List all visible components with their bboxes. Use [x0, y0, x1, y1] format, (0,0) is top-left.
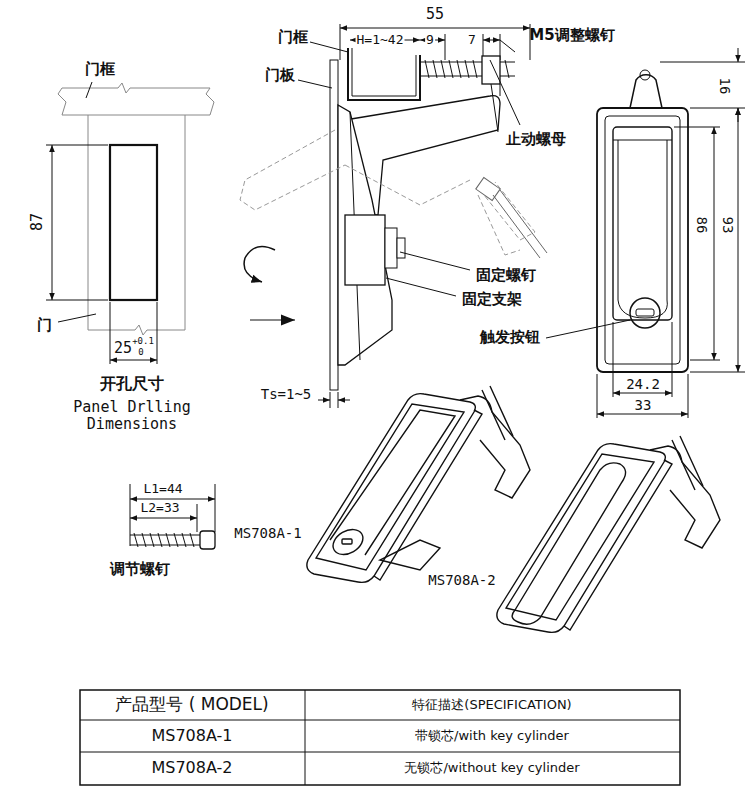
dimension: L2=33 — [139, 501, 180, 516]
part-name: M5调整螺钉 — [528, 27, 615, 44]
dimension: 9 — [425, 33, 435, 48]
dimension: 16 — [717, 77, 733, 96]
dimension: 87 — [29, 212, 46, 232]
heading: Panel Drlling Dimensions — [61, 399, 203, 434]
table-header: 产品型号 ( MODEL) — [114, 695, 269, 715]
tolerance: +0.1 — [131, 336, 155, 346]
table-header: 特征描述(SPECIFICATION) — [411, 698, 572, 713]
part-name: 门 — [36, 317, 53, 334]
dimension: Ts=1~5 — [260, 386, 313, 402]
dimension: 25 — [113, 340, 133, 357]
part-name: 门板 — [264, 67, 296, 84]
dimension: 93 — [720, 216, 736, 235]
model-name: MS708A-1 — [233, 525, 302, 541]
dimension: 33 — [634, 397, 653, 413]
table-cell: 无锁芯/without key cylinder — [403, 761, 580, 776]
heading: 开孔尺寸 — [99, 375, 165, 393]
table-cell: 带锁芯/with key cylinder — [414, 729, 570, 744]
part-name: 固定支架 — [461, 291, 523, 308]
dimension: H=1~42 — [356, 33, 405, 48]
part-name: 触发按钮 — [479, 329, 541, 346]
part-name: 门框 — [277, 29, 309, 46]
part-name: 止动螺母 — [505, 131, 567, 148]
model-name: MS708A-2 — [427, 572, 496, 588]
dimension: L1=44 — [142, 482, 183, 497]
dimension: 7 — [467, 33, 477, 48]
dimension: 86 — [694, 216, 710, 235]
table-cell: MS708A-2 — [150, 759, 233, 777]
tolerance: 0 — [137, 347, 144, 357]
dimension: 55 — [425, 6, 445, 23]
dimension: 24.2 — [625, 376, 661, 392]
table-cell: MS708A-1 — [150, 727, 233, 745]
part-name: 门框 — [84, 61, 116, 78]
part-name: 固定螺钉 — [475, 267, 537, 284]
part-name: 调节螺钉 — [109, 561, 171, 578]
